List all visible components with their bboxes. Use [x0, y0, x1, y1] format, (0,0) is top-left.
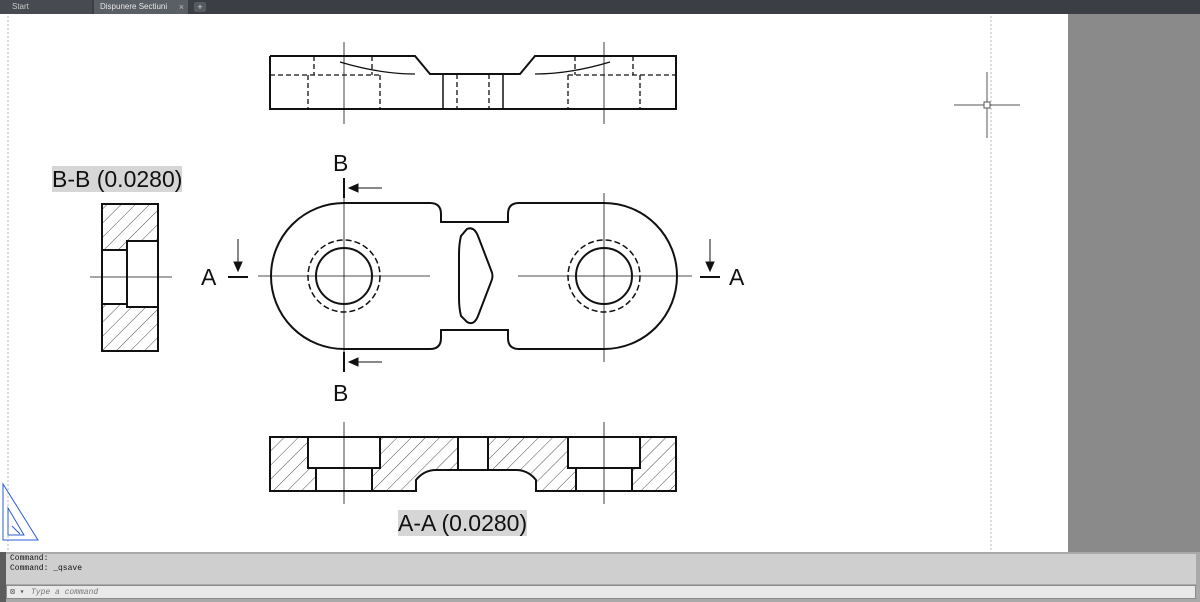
document-tab-bar: Start Dispunere Sectiuni × + — [0, 0, 1200, 14]
section-bb-view — [90, 203, 172, 352]
crosshair-cursor-icon — [954, 72, 1020, 138]
command-input[interactable] — [31, 586, 1131, 598]
cutting-plane-marks — [228, 178, 720, 372]
section-aa-title: A-A (0.0280) — [398, 510, 528, 536]
command-line: ⊠ ▾ — [6, 585, 1196, 599]
tab-dispunere-sectiuni[interactable]: Dispunere Sectiuni × — [94, 0, 188, 14]
section-bb-title: B-B (0.0280) — [52, 166, 183, 192]
top-view — [269, 42, 677, 124]
drawing-svg — [2, 16, 1020, 552]
command-history-line: Command: _qsave — [10, 564, 83, 573]
command-grip-handle[interactable] — [0, 552, 6, 602]
cut-label-b-top: B — [333, 150, 349, 176]
ucs-icon — [2, 482, 39, 541]
tab-active-label: Dispunere Sectiuni — [100, 2, 168, 11]
section-aa-view — [269, 422, 677, 504]
section-bb-label: B-B (0.0280) — [52, 166, 183, 193]
command-history: Command: Command: _qsave — [6, 554, 1196, 584]
cut-label-a-right: A — [729, 264, 745, 290]
close-tab-icon[interactable]: × — [178, 2, 184, 12]
front-view — [258, 193, 692, 362]
drawing-canvas[interactable]: B-B (0.0280) A-A (0.0280) A A B B — [0, 14, 1200, 552]
cut-label-b-bottom: B — [333, 380, 349, 406]
section-aa-label: A-A (0.0280) — [398, 510, 528, 537]
tab-start-label: Start — [12, 2, 29, 11]
add-tab-button[interactable]: + — [194, 2, 206, 12]
command-history-line: Command: — [10, 554, 49, 563]
model-space-side-panel — [1068, 14, 1200, 552]
command-options-icon[interactable]: ⊠ ▾ — [10, 587, 25, 596]
cut-label-a-left: A — [201, 264, 217, 290]
tab-start[interactable]: Start — [0, 0, 92, 14]
